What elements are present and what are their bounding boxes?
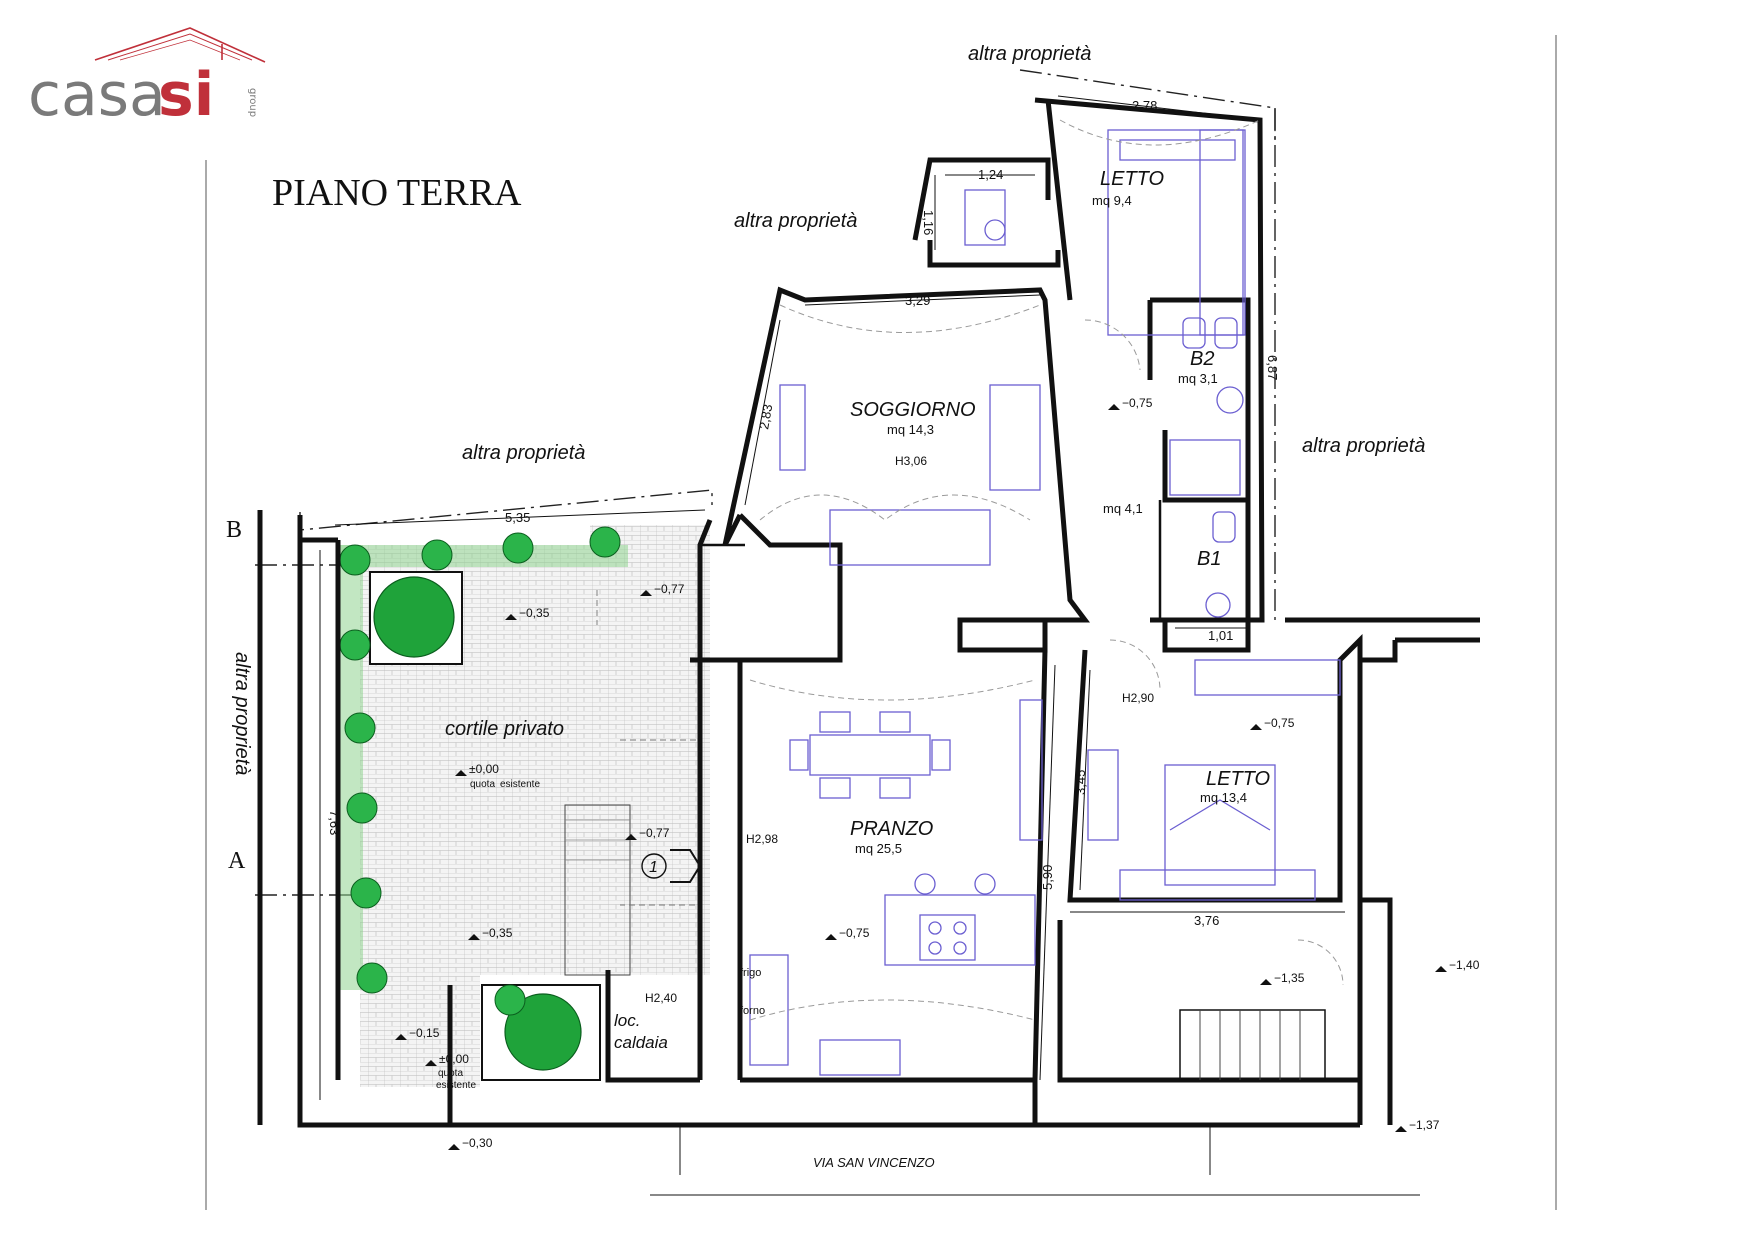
room-name-b1: B1	[1197, 548, 1221, 570]
room-name-letto-top: LETTO	[1100, 168, 1164, 190]
svg-text:quota: quota	[438, 1068, 463, 1079]
svg-text:−0,35: −0,35	[519, 606, 550, 620]
svg-text:−1,40: −1,40	[1449, 958, 1480, 972]
casasi-logo: casa si group	[28, 27, 266, 130]
svg-text:−0,77: −0,77	[639, 826, 670, 840]
room-area-b2: mq 3,1	[1178, 371, 1218, 386]
room-height-letto-right: H2,90	[1122, 691, 1154, 705]
room-area-letto-right: mq 13,4	[1200, 790, 1247, 805]
svg-text:−0,30: −0,30	[462, 1136, 493, 1150]
dim-small-width: 1,24	[978, 167, 1003, 182]
view-marker-number: 1	[649, 859, 658, 876]
level-mark: −1,40	[1435, 958, 1480, 972]
level-mark: −0,75	[1108, 396, 1153, 410]
plan-title: PIANO TERRA	[272, 172, 522, 214]
room-height-soggiorno: H3,06	[895, 454, 927, 468]
dimension-lines	[319, 95, 1420, 1196]
room-area-letto-top: mq 9,4	[1092, 193, 1132, 208]
level-mark: −0,75	[1250, 716, 1295, 730]
logo-text-casa: casa	[28, 60, 166, 130]
dim-letto-depth: 3,45	[1073, 770, 1088, 795]
svg-text:esistente: esistente	[436, 1080, 476, 1091]
street-name: VIA SAN VINCENZO	[813, 1155, 935, 1170]
shrub-icons	[339, 526, 621, 1016]
level-mark: −0,75	[825, 926, 870, 940]
logo-text-si: si	[158, 60, 214, 130]
room-name-b2: B2	[1190, 348, 1214, 370]
svg-text:−1,37: −1,37	[1409, 1118, 1440, 1132]
dim-pranzo-depth: 5,90	[1040, 865, 1055, 890]
section-marker-b: B	[226, 517, 242, 543]
neighbour-label-top: altra proprietà	[968, 43, 1091, 65]
view-marker: 1	[641, 849, 702, 883]
room-name-letto-right: LETTO	[1206, 768, 1270, 790]
level-mark: ±0,00 quota esistente	[455, 762, 540, 790]
tree-icon	[373, 576, 455, 658]
level-mark: −1,37	[1395, 1118, 1440, 1132]
dim-right-depth: 6,87	[1265, 355, 1280, 380]
level-mark: −0,77	[640, 582, 685, 596]
room-name-caldaia-1: loc.	[614, 1011, 640, 1030]
dim-cortile-depth: 7,63	[327, 810, 342, 835]
logo-text-group: group	[247, 88, 258, 117]
level-mark: −0,77	[625, 826, 670, 840]
room-name-soggiorno: SOGGIORNO	[850, 399, 976, 421]
svg-text:−0,75: −0,75	[1122, 396, 1153, 410]
room-height-caldaia: H2,40	[645, 991, 677, 1005]
neighbour-label-right: altra proprietà	[1302, 435, 1425, 457]
room-area-pranzo: mq 25,5	[855, 841, 902, 856]
level-mark: −0,30	[448, 1136, 493, 1150]
neighbour-label-top-left: altra proprietà	[734, 210, 857, 232]
svg-text:−0,77: −0,77	[654, 582, 685, 596]
svg-text:esistente: esistente	[500, 779, 540, 790]
svg-text:−0,75: −0,75	[1264, 716, 1295, 730]
dim-soggiorno-depth: 2,83	[756, 403, 775, 431]
furniture	[749, 129, 1341, 1081]
dim-bath-width: 1,01	[1208, 628, 1233, 643]
dim-small-depth: 1,16	[921, 210, 936, 235]
room-name-pranzo: PRANZO	[850, 818, 933, 840]
tree-icon	[504, 993, 582, 1071]
room-height-pranzo: H2,98	[746, 832, 778, 846]
svg-text:−0,35: −0,35	[482, 926, 513, 940]
door-swings	[749, 119, 1344, 1021]
room-name-cortile: cortile privato	[445, 718, 564, 740]
section-marker-a: A	[228, 848, 246, 874]
svg-text:±0,00: ±0,00	[469, 762, 499, 776]
level-mark: −1,35	[1260, 971, 1305, 985]
level-mark: −0,35	[468, 926, 513, 940]
room-area-soggiorno: mq 14,3	[887, 422, 934, 437]
svg-text:−0,75: −0,75	[839, 926, 870, 940]
dim-stair-width: 3,76	[1194, 913, 1219, 928]
dim-soggiorno-width: 3,29	[905, 293, 930, 308]
neighbour-label-mid-left: altra proprietà	[462, 442, 585, 464]
svg-text:±0,00: ±0,00	[439, 1052, 469, 1066]
svg-text:quota: quota	[470, 779, 495, 790]
dim-letto-width: 2,78	[1132, 98, 1157, 113]
neighbour-label-left: altra proprietà	[231, 652, 253, 775]
room-area-corridor: mq 4,1	[1103, 501, 1143, 516]
level-mark: −0,15	[395, 1026, 440, 1040]
kitchen-oven-label: forno	[740, 1005, 765, 1017]
room-name-caldaia-2: caldaia	[614, 1033, 668, 1052]
svg-text:−1,35: −1,35	[1274, 971, 1305, 985]
svg-text:−0,15: −0,15	[409, 1026, 440, 1040]
level-mark: −0,35	[505, 606, 550, 620]
walls	[257, 97, 1480, 1128]
kitchen-fridge-label: frigo	[740, 967, 761, 979]
dim-cortile-width: 5,35	[505, 510, 530, 525]
courtyard	[338, 525, 710, 1087]
